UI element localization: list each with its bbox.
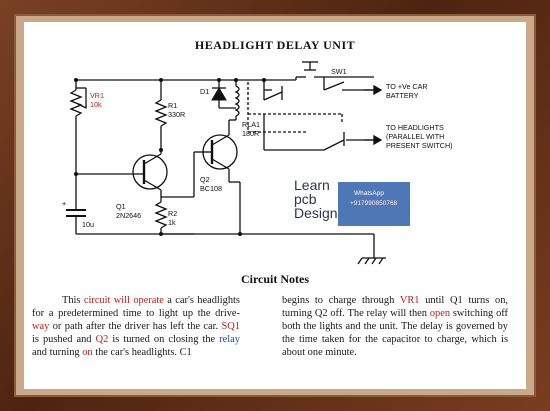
q1-label: Q1 — [116, 202, 126, 211]
watermark-photo — [338, 182, 410, 226]
notes-column-2: begins to charge through VR1 until Q1 tu… — [282, 295, 508, 358]
d1-label: D1 — [200, 87, 209, 96]
watermark-phone: +917990850768 — [350, 200, 398, 207]
watermark-line-3: Design — [294, 205, 338, 221]
d1-diode — [211, 87, 227, 101]
watermark-text: Learn pcb Design — [294, 178, 338, 220]
notes-column-1: This circuit will operate a car's headli… — [32, 295, 240, 358]
r2-value: 1k — [168, 218, 176, 227]
battery-label-2: BATTERY — [386, 91, 419, 100]
q1-value: 2N2646 — [116, 211, 141, 220]
rla1-value: 180R — [242, 129, 259, 138]
r1-label: R1 — [168, 101, 177, 110]
notes-heading: Circuit Notes — [240, 272, 310, 286]
battery-arrow — [373, 84, 383, 96]
vr1-value: 10k — [90, 100, 102, 109]
vr1-resistor — [69, 89, 83, 117]
r2-label: R2 — [168, 209, 177, 218]
q2-transistor-body — [202, 134, 238, 170]
watermark-whatsapp: WhatsApp — [354, 190, 384, 197]
vr1-label: VR1 — [90, 91, 104, 100]
q2-value: BC108 — [200, 184, 222, 193]
watermark-logo: Learn pcb Design WhatsApp +917990850768 — [294, 178, 414, 238]
rla1-coil — [234, 85, 240, 117]
sw1-label: SW1 — [331, 67, 347, 76]
r1-resistor — [154, 99, 168, 127]
headlights-label-2: (PARALLEL WITH — [386, 132, 444, 141]
schematic-page: HEADLIGHT DELAY UNIT — [24, 22, 526, 389]
q2-label: Q2 — [200, 175, 210, 184]
r1-value: 330R — [168, 110, 185, 119]
circuit-schematic: VR1 10k R1 330R D1 RLA1 180R Q1 2N2646 Q… — [62, 61, 453, 265]
headlights-label-1: TO HEADLIGHTS — [386, 123, 444, 132]
vr1-wiper — [77, 88, 87, 110]
watermark-line-1: Learn — [294, 177, 330, 193]
headlights-arrow — [373, 134, 383, 146]
rla1-label: RLA1 — [242, 120, 260, 129]
page-title: HEADLIGHT DELAY UNIT — [194, 38, 356, 52]
c1-value: 10u — [82, 220, 94, 229]
watermark-line-2: pcb — [294, 191, 317, 207]
headlights-label-3: PRESENT SWITCH) — [386, 141, 453, 150]
r2-resistor — [154, 201, 168, 229]
battery-label-1: TO +Ve CAR — [386, 82, 428, 91]
q1-transistor-body — [132, 154, 168, 190]
c1-plus-label: + — [62, 199, 66, 208]
